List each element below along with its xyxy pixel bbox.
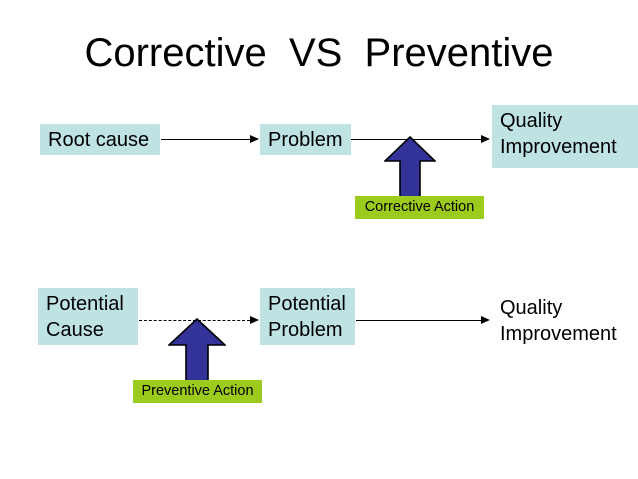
connector-problem-to-quality-improvement bbox=[351, 139, 481, 140]
node-root-cause[interactable]: Root cause bbox=[40, 124, 160, 155]
node-potential-problem[interactable]: Potential Problem bbox=[260, 288, 355, 345]
node-quality-improvement-bottom[interactable]: Quality Improvement bbox=[500, 297, 617, 345]
connector-root-cause-to-problem bbox=[161, 139, 250, 140]
preventive-action-up-arrow-icon bbox=[168, 318, 226, 384]
label-corrective-action[interactable]: Corrective Action bbox=[355, 196, 484, 219]
arrowhead-right-icon bbox=[250, 134, 259, 143]
label-preventive-action[interactable]: Preventive Action bbox=[133, 380, 262, 403]
corrective-action-up-arrow-icon bbox=[384, 136, 436, 198]
node-quality-improvement-top[interactable]: Quality Improvement bbox=[492, 105, 638, 168]
arrowhead-right-icon bbox=[481, 315, 490, 324]
connector-potential-problem-to-quality-improvement bbox=[356, 320, 481, 321]
arrowhead-right-icon bbox=[481, 134, 490, 143]
node-potential-cause[interactable]: Potential Cause bbox=[38, 288, 138, 345]
arrowhead-right-icon bbox=[250, 315, 259, 324]
page-title: Corrective VS Preventive bbox=[84, 31, 554, 75]
node-problem[interactable]: Problem bbox=[260, 124, 351, 155]
